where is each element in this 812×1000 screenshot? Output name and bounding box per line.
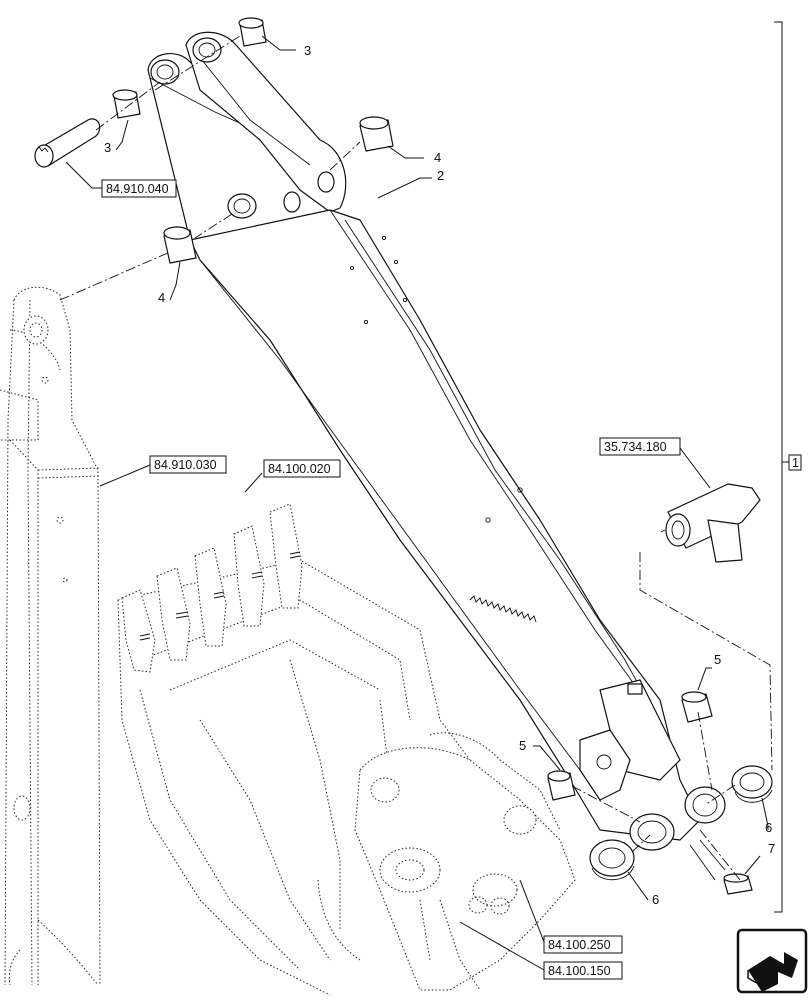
callout-6-left: 6 [652,892,659,907]
assembly-bracket-label: 1 [788,454,802,471]
ref-84-100-020[interactable]: 84.100.020 [263,459,341,478]
ref-84-910-040[interactable]: 84.910.040 [101,179,177,198]
callout-2: 2 [437,168,444,183]
callout-3-left: 3 [104,140,111,155]
bushing-3a [238,17,267,47]
ref-label: 35.734.180 [604,440,667,454]
bucket-context-outline [117,503,471,996]
seal-6b [589,839,635,881]
callout-4-left: 4 [158,290,165,305]
dipper-arm [147,31,726,881]
bushing-5a [681,691,713,723]
ref-35-734-180[interactable]: 35.734.180 [599,437,681,456]
callout-5-left: 5 [519,738,526,753]
ref-label: 84.100.020 [268,462,331,476]
ref-label: 84.100.250 [548,938,611,952]
ref-label: 84.100.150 [548,964,611,978]
pin [34,118,101,168]
bushing-5b [547,770,576,801]
next-page-arrow-icon[interactable] [736,928,808,994]
grease-nipple-7 [723,873,753,895]
bushing-3b [112,89,141,119]
ref-label: 84.910.040 [106,182,169,196]
bushing-4a [359,116,394,152]
callout-7: 7 [768,841,775,856]
sensor-35734180 [660,483,761,563]
callout-6-right: 6 [765,820,772,835]
linkage-context-outline [354,732,576,991]
bushing-4b [163,226,197,264]
seal-6a [731,765,773,803]
ref-84-100-150[interactable]: 84.100.150 [543,961,623,980]
callout-5-right: 5 [714,652,721,667]
assembly-lines [59,35,773,881]
assembly-number: 1 [792,456,799,470]
leader-lines [65,21,790,971]
callout-4-right: 4 [434,150,441,165]
callout-3-top: 3 [304,43,311,58]
boom-context-outline [0,286,101,986]
ref-84-100-250[interactable]: 84.100.250 [543,935,623,954]
ref-label: 84.910.030 [154,458,217,472]
ref-84-910-030[interactable]: 84.910.030 [149,455,227,474]
callouts: 3 3 4 4 2 5 5 6 6 7 [104,43,775,907]
